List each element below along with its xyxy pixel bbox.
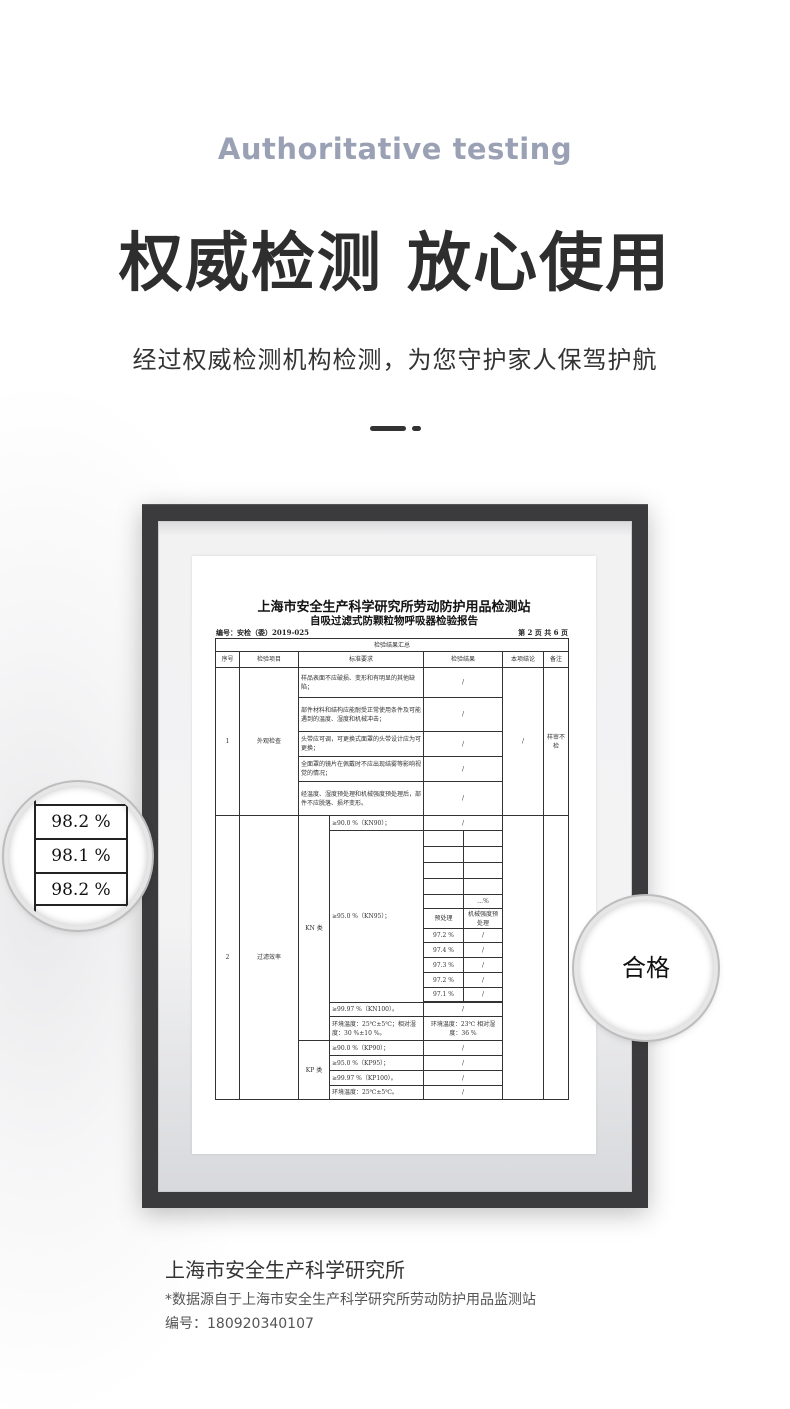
col-header: 检验项目 (239, 651, 299, 668)
requirement: 全面罩的镜片在佩戴时不应出现结雾等影响视觉的情况； (298, 756, 424, 782)
requirement: ≥99.97 %（KN100）。 (329, 1002, 424, 1017)
result: / (423, 1085, 503, 1100)
sub-header: 预处理 (423, 908, 464, 929)
magnifier-results: 98.2 % 98.1 % 98.2 % (8, 786, 148, 926)
result (423, 878, 464, 895)
remark-cell (542, 815, 570, 1100)
section-no: 1 (215, 667, 240, 816)
result (463, 862, 503, 879)
col-header: 序号 (215, 651, 240, 668)
result (423, 862, 464, 879)
divider-dash (370, 426, 406, 431)
result: 97.2 % (423, 928, 464, 943)
result: 97.2 % (423, 972, 464, 988)
magnified-value: 98.2 % (35, 872, 127, 906)
conclusion: / (502, 667, 544, 816)
result: / (423, 1002, 503, 1017)
sub-header: 机械强度预处理 (463, 908, 503, 929)
requirement: 环境温度：25℃±5℃。 (329, 1085, 424, 1100)
institute-name: 上海市安全生产科学研究所 (165, 1258, 405, 1282)
english-title: Authoritative testing (217, 132, 573, 166)
result: …% (463, 894, 503, 909)
serial-number: 编号：180920340107 (165, 1316, 314, 1332)
page-title: 权威检测 放心使用 (118, 227, 672, 301)
picture-frame: 上海市安全生产科学研究所劳动防护用品检测站 自吸过滤式防颗粒物呼吸器检验报告 编… (142, 504, 648, 1208)
table-line (34, 786, 36, 926)
requirement: ≥99.97 %（KP100）。 (329, 1070, 424, 1086)
result: / (463, 972, 503, 988)
result (463, 846, 503, 863)
result (423, 846, 464, 863)
divider-dot (412, 426, 421, 431)
requirement: 环境温度：25℃±5℃；相对湿度：30 %±10 %。 (329, 1016, 424, 1041)
section-item: 外观检查 (239, 667, 299, 816)
result: 环境温度：23℃ 相对湿度：36 % (423, 1016, 503, 1041)
requirement: 部件材料和结构应能耐受正常使用条件及可能遇到的温度、湿度和机械冲击； (298, 697, 424, 732)
result: / (423, 667, 503, 698)
frame-mat: 上海市安全生产科学研究所劳动防护用品检测站 自吸过滤式防颗粒物呼吸器检验报告 编… (158, 521, 632, 1192)
summary-header: 检验结果汇总 (214, 638, 570, 652)
result (423, 894, 464, 909)
requirement: ≥90.0 %（KP90）； (329, 1040, 424, 1056)
magnified-value: 98.2 % (35, 804, 127, 838)
result: / (463, 928, 503, 943)
result: / (423, 1040, 503, 1056)
requirement: 经温度、湿度预处理和机械强度预处理后，部件不应脱落、损坏变形。 (298, 781, 424, 816)
result: 97.1 % (423, 987, 464, 1002)
result (423, 830, 464, 847)
remark: 样审不检 (542, 667, 570, 816)
pass-conclusion: 合格 (622, 954, 670, 982)
org-title: 上海市安全生产科学研究所劳动防护用品检测站 (257, 600, 531, 615)
result: / (463, 942, 503, 958)
section-item: 过滤效率 (239, 815, 299, 1100)
result (463, 830, 503, 847)
requirement: ≥95.0 %（KP95）； (329, 1055, 424, 1071)
results-table: 检验结果汇总 序号 检验项目 标准要求 检验结果 本项结论 备注 1 外观检查 … (214, 638, 570, 1100)
result: / (423, 1055, 503, 1071)
requirement: 头带应可调，可更换式面罩的头带设计应为可更换； (298, 731, 424, 757)
requirement: 样品表面不应破损、变形和有明显的其他缺陷； (298, 667, 424, 698)
report-title: 自吸过滤式防颗粒物呼吸器检验报告 (310, 615, 478, 627)
kn-class: KN 类 (298, 815, 330, 1041)
magnified-value: 98.1 % (35, 838, 127, 872)
result: / (423, 1070, 503, 1086)
result: 97.4 % (423, 942, 464, 958)
result: / (423, 756, 503, 782)
col-header: 检验结果 (423, 651, 503, 668)
report-number: 编号：安检（委）2019-025 (216, 628, 309, 637)
magnifier-conclusion: 合格 (578, 900, 714, 1036)
result: / (423, 815, 503, 831)
data-source-note: *数据源自于上海市安全生产科学研究所劳动防护用品监测站 (165, 1292, 536, 1308)
col-header: 本项结论 (502, 651, 544, 668)
result: / (463, 987, 503, 1002)
subtitle: 经过权威检测机构检测，为您守护家人保驾护航 (132, 346, 658, 374)
result: 97.3 % (423, 957, 464, 973)
section-no: 2 (215, 815, 240, 1100)
page-number: 第 2 页 共 6 页 (518, 628, 568, 637)
result: / (423, 731, 503, 757)
result (463, 878, 503, 895)
col-header: 备注 (542, 651, 570, 668)
col-header: 标准要求 (298, 651, 424, 668)
result: / (423, 697, 503, 732)
result: / (423, 781, 503, 816)
test-report-document: 上海市安全生产科学研究所劳动防护用品检测站 自吸过滤式防颗粒物呼吸器检验报告 编… (192, 556, 596, 1154)
kp-class: KP 类 (298, 1040, 330, 1100)
requirement: ≥90.0 %（KN90）； (329, 815, 424, 831)
result: / (463, 957, 503, 973)
table-line (126, 796, 128, 908)
conclusion-cell (502, 815, 544, 1100)
requirement: ≥95.0 %（KN95）； (329, 830, 424, 1003)
